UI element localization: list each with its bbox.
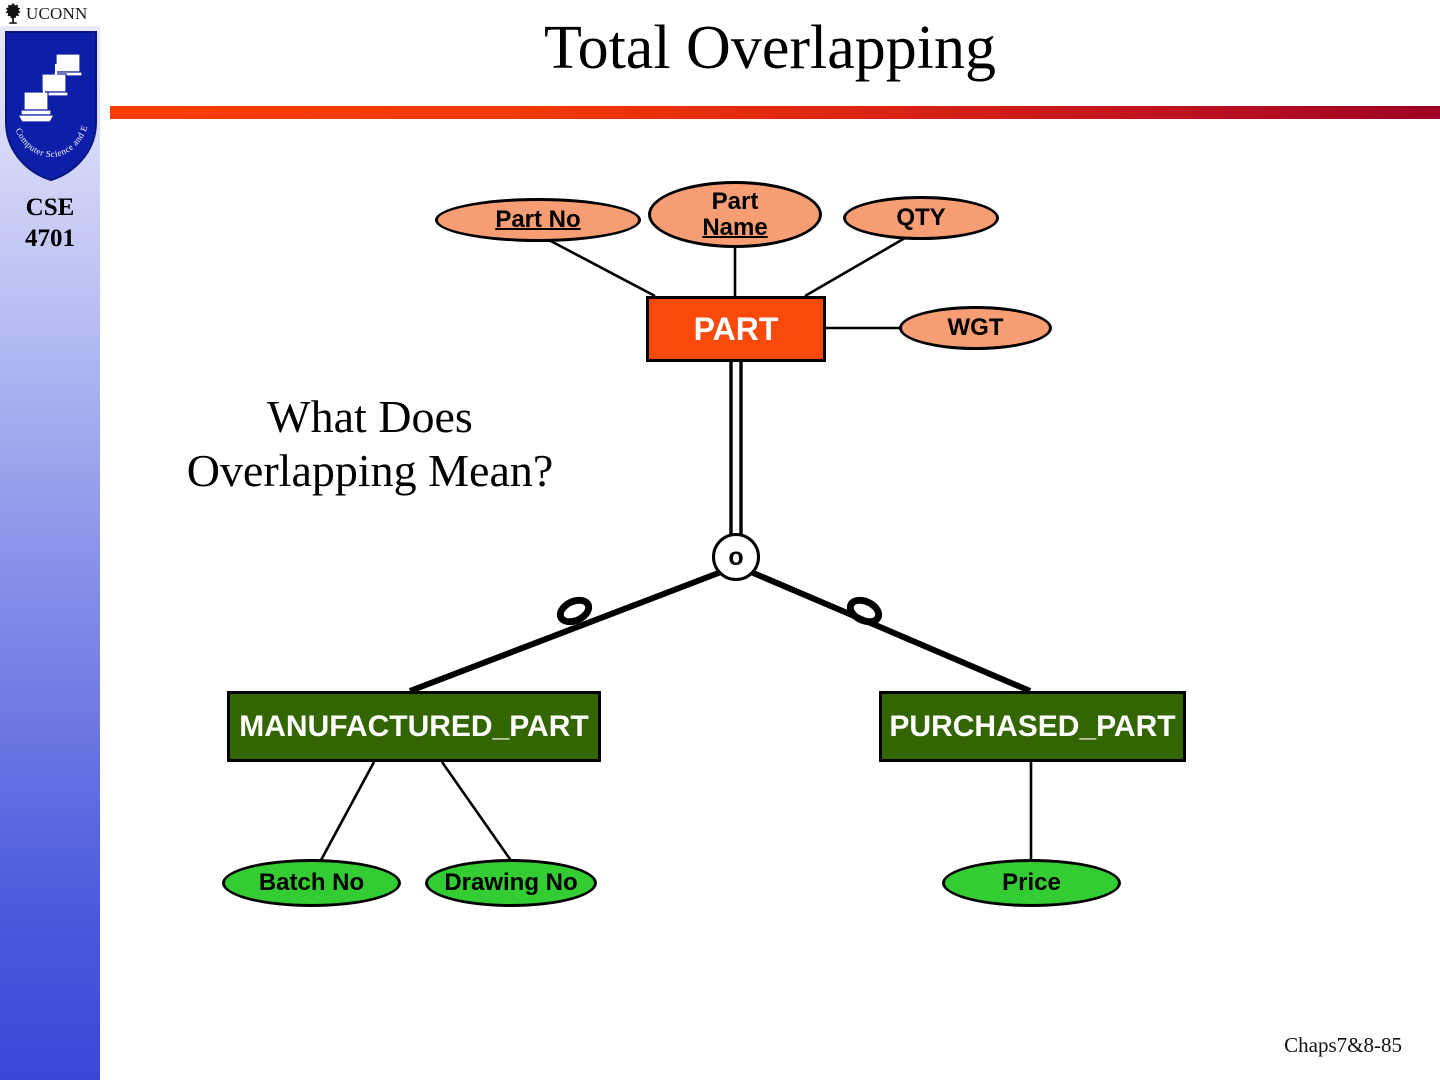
title-divider [110, 106, 1440, 119]
connector-manufactured-batchno [318, 761, 376, 863]
entity-purchased-part-label: PURCHASED_PART [889, 709, 1176, 743]
entity-part[interactable]: PART [646, 296, 826, 362]
attribute-drawing-no-label: Drawing No [444, 869, 578, 897]
course-label: CSE 4701 [0, 192, 100, 255]
connector-manufactured-drawingno [440, 761, 514, 863]
specialization-circle-overlapping[interactable]: o [712, 533, 760, 581]
entity-purchased-part[interactable]: PURCHASED_PART [879, 691, 1186, 762]
slide-footer-note: Chaps7&8-85 [1284, 1033, 1402, 1057]
attribute-qty-label: QTY [896, 204, 946, 232]
connector-partno-part [544, 236, 656, 298]
course-code: CSE [25, 194, 75, 221]
connector-qty-part [804, 236, 906, 298]
annotation-line-1: What Does [267, 391, 473, 442]
attribute-qty[interactable]: QTY [843, 196, 999, 240]
entity-manufactured-part-label: MANUFACTURED_PART [239, 709, 589, 743]
uconn-oak-tree-icon [3, 2, 23, 24]
attribute-price-label: Price [1002, 869, 1061, 897]
sidebar: Computer Science and Engineering CSE 470… [0, 0, 100, 1080]
specialization-symbol: o [728, 542, 744, 571]
attribute-wgt-label: WGT [947, 314, 1004, 342]
attribute-wgt[interactable]: WGT [899, 306, 1052, 350]
entity-part-label: PART [693, 310, 779, 347]
attribute-batch-no[interactable]: Batch No [222, 859, 401, 907]
course-number: 4701 [25, 225, 75, 253]
uconn-wordmark: UCONN [26, 3, 88, 23]
attribute-price[interactable]: Price [942, 859, 1121, 907]
cse-shield-icon: Computer Science and Engineering [2, 22, 98, 182]
page-title: Total Overlapping [544, 14, 996, 82]
attribute-part-no-label: Part No [495, 206, 581, 234]
uconn-header: UCONN [0, 0, 102, 26]
annotation-text: What Does Overlapping Mean? [120, 390, 620, 498]
connector-spec-purchased [749, 569, 1032, 694]
entity-manufactured-part[interactable]: MANUFACTURED_PART [227, 691, 601, 762]
attribute-part-name[interactable]: Part Name [648, 181, 822, 248]
attribute-part-name-label-line1: Part [711, 188, 759, 216]
attribute-part-no[interactable]: Part No [435, 198, 641, 242]
attribute-drawing-no[interactable]: Drawing No [425, 859, 597, 907]
attribute-batch-no-label: Batch No [258, 869, 365, 897]
attribute-part-name-label-line2: Name [702, 213, 768, 241]
connector-spec-manufactured [408, 569, 723, 694]
annotation-line-2: Overlapping Mean? [186, 444, 554, 496]
